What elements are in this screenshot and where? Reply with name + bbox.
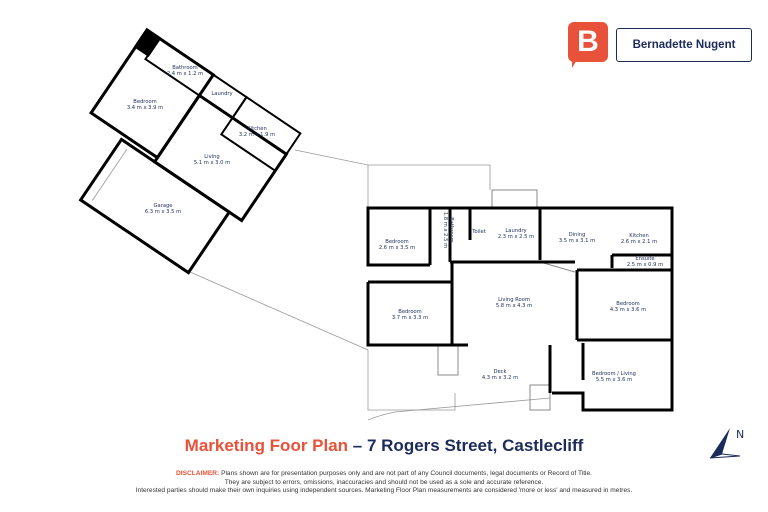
room-name: Living Room — [498, 297, 530, 303]
room-dims: 2.3 m x 2.5 m — [498, 234, 534, 240]
main-house — [366, 189, 674, 412]
flat-garage — [78, 137, 232, 275]
room-name: Living — [204, 154, 219, 160]
room-dims: 4.3 m x 3.2 m — [482, 375, 518, 381]
disclaimer-line-1: Plans shown are for presentation purpose… — [219, 470, 592, 477]
room-dims: 6.3 m x 3.5 m — [145, 209, 181, 215]
room-name: Bedroom — [385, 239, 408, 245]
flat-living — [152, 93, 289, 223]
room-dims: 1.8 m x 2.5 m — [442, 212, 448, 248]
site-boundary — [189, 149, 551, 421]
room-dims: 3.5 m x 3.1 m — [559, 238, 595, 244]
disclaimer-label: DISCLAIMER: — [176, 470, 220, 477]
disclaimer-line-2: They are subject to errors, omissions, i… — [224, 478, 544, 486]
room-name: Bedroom / Living — [592, 371, 636, 377]
room-name: Ensuite — [635, 256, 654, 262]
plan-title: Marketing Foor Plan – 7 Rogers Street, C… — [0, 436, 768, 456]
room-dims: 3.7 m x 3.3 m — [392, 315, 428, 321]
room-dims: 5.1 m x 3.0 m — [194, 160, 230, 166]
room-name: Bedroom — [398, 309, 421, 315]
title-address: – 7 Rogers Street, Castlecliff — [348, 436, 584, 455]
room-dims: 5.8 m x 4.3 m — [496, 303, 532, 309]
logo-tail — [572, 58, 578, 68]
room-dims: 2.6 m x 2.1 m — [621, 239, 657, 245]
disclaimer-line-3: Interested parties should make their own… — [135, 487, 633, 495]
room-name: Kitchen — [247, 126, 267, 132]
granny-flat-labels: Bathroom 2.4 m x 1.2 m Laundry Bedroom 3… — [127, 65, 275, 215]
room-name: Bathroom — [448, 217, 454, 242]
room-dims: 3.2 m x 1.9 m — [239, 132, 275, 138]
granny-flat — [78, 27, 302, 275]
room-dims: 2.6 m x 3.5 m — [379, 245, 415, 251]
north-arrow-icon: N — [709, 428, 744, 459]
title-accent: Marketing Foor Plan — [184, 436, 349, 455]
brand-logo: B — [568, 22, 608, 62]
room-name: Deck — [493, 369, 506, 375]
room-name: Garage — [154, 203, 173, 209]
room-name: Laundry — [211, 91, 232, 97]
logo-letter: B — [577, 25, 599, 58]
brand-name: Bernadette Nugent — [616, 28, 752, 62]
main-house-labels: Bedroom 2.6 m x 3.5 m Bathroom 1.8 m x 2… — [379, 212, 663, 383]
room-name: Kitchen — [629, 233, 649, 239]
room-dims: 2.4 m x 1.2 m — [167, 71, 203, 77]
flat-kitchen — [219, 95, 302, 173]
room-dims: 3.4 m x 3.9 m — [127, 105, 163, 111]
room-dims: 4.3 m x 3.6 m — [610, 307, 646, 313]
room-name: Dining — [569, 232, 586, 238]
disclaimer: DISCLAIMER: Plans shown are for presenta… — [0, 470, 768, 496]
room-dims: 5.5 m x 3.6 m — [596, 377, 632, 383]
north-label: N — [736, 428, 744, 441]
room-name: Bedroom — [133, 99, 156, 105]
room-name: Laundry — [505, 228, 526, 234]
room-dims: 2.5 m x 0.9 m — [627, 262, 663, 268]
room-name: Toilet — [471, 229, 486, 235]
room-name: Bathroom — [172, 65, 197, 71]
room-name: Bedroom — [616, 301, 639, 307]
